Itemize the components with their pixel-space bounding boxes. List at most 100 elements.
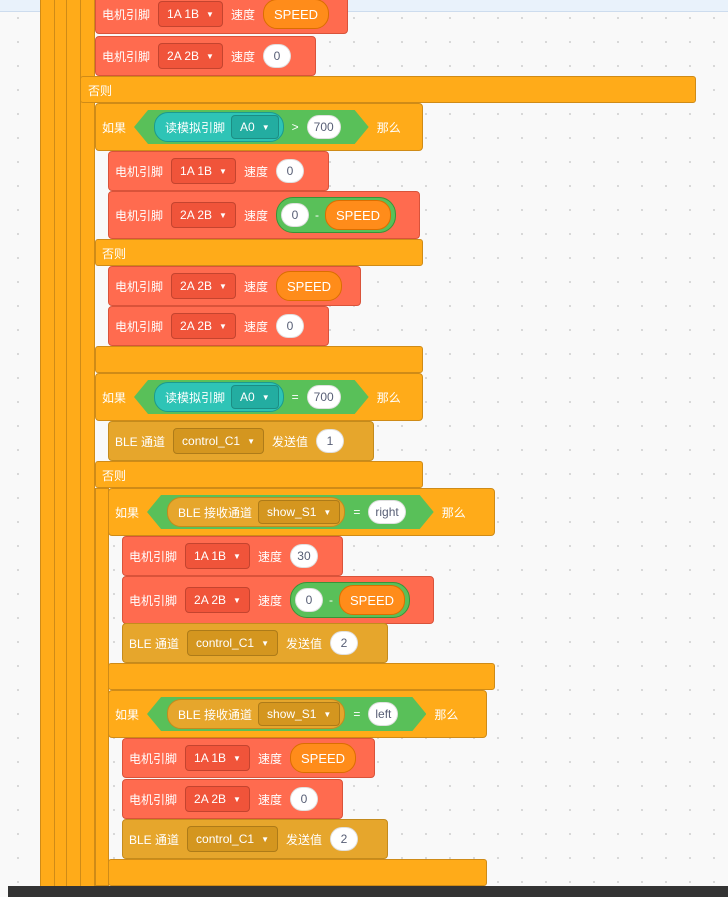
operand-input[interactable]: 0 [280, 203, 309, 227]
read-analog-label: 读模拟引脚 [165, 390, 226, 405]
greater-than-operator[interactable]: 读模拟引脚 A0▼ > 700 [134, 110, 369, 144]
ble-receive-reporter[interactable]: BLE 接收通道 show_S1▼ [167, 497, 345, 527]
chevron-down-icon: ▼ [219, 166, 227, 176]
speed-variable[interactable]: SPEED [338, 585, 406, 615]
chevron-down-icon: ▼ [323, 709, 332, 719]
pin-dropdown[interactable]: 2A 2B▼ [171, 273, 236, 299]
pin-dropdown[interactable]: 2A 2B▼ [171, 313, 236, 339]
else-label: 否则 [102, 247, 127, 261]
send-value-label: 发送值 [271, 434, 308, 449]
if-block[interactable]: 如果 BLE 接收通道 show_S1▼ = left 那么 [108, 690, 487, 738]
else-bar[interactable] [95, 239, 423, 266]
pin-dropdown[interactable]: 2A 2B▼ [158, 43, 223, 69]
ble-channel-dropdown[interactable]: control_C1▼ [187, 630, 278, 656]
set-motor-block[interactable]: 电机引脚 2A 2B▼ 速度 SPEED [108, 266, 361, 306]
ble-channel-dropdown[interactable]: control_C1▼ [173, 428, 264, 454]
else-bar[interactable] [80, 76, 696, 103]
pin-dropdown[interactable]: 1A 1B▼ [171, 158, 236, 184]
motor-pin-label: 电机引脚 [102, 49, 151, 64]
set-motor-block[interactable]: 电机引脚 1A 1B▼ 速度 0 [108, 151, 329, 191]
compare-input[interactable]: left [368, 702, 398, 726]
chevron-down-icon: ▼ [261, 392, 270, 402]
ble-receive-label: BLE 接收通道 [178, 707, 253, 722]
speed-input[interactable]: 0 [275, 314, 304, 338]
speed-label: 速度 [257, 751, 282, 766]
speed-variable[interactable]: SPEED [289, 743, 357, 773]
pin-dropdown[interactable]: 1A 1B▼ [185, 543, 250, 569]
ble-channel-dropdown[interactable]: control_C1▼ [187, 826, 278, 852]
motor-pin-label: 电机引脚 [129, 751, 178, 766]
chevron-down-icon: ▼ [206, 9, 214, 19]
horizontal-scrollbar[interactable] [8, 886, 728, 897]
set-motor-block[interactable]: 电机引脚 1A 1B▼ 速度 30 [122, 536, 343, 576]
motor-pin-label: 电机引脚 [115, 208, 164, 223]
ble-receive-reporter[interactable]: BLE 接收通道 show_S1▼ [167, 699, 345, 729]
speed-input[interactable]: 0 [262, 44, 291, 68]
compare-input[interactable]: right [368, 500, 405, 524]
speed-variable[interactable]: SPEED [262, 0, 330, 29]
pin-dropdown[interactable]: 1A 1B▼ [185, 745, 250, 771]
speed-input[interactable]: 0 [289, 787, 318, 811]
else-bar[interactable] [95, 461, 423, 488]
equals-operator[interactable]: BLE 接收通道 show_S1▼ = left [147, 697, 426, 731]
speed-input[interactable]: 30 [289, 544, 318, 568]
set-motor-block[interactable]: 电机引脚 2A 2B▼ 速度 0 - SPEED [122, 576, 434, 624]
send-value-input[interactable]: 2 [330, 827, 358, 851]
subtract-operator[interactable]: 0 - SPEED [289, 582, 411, 618]
if-block[interactable]: 如果 读模拟引脚 A0▼ = 700 那么 [95, 373, 423, 421]
read-analog-pin-reporter[interactable]: 读模拟引脚 A0▼ [154, 382, 284, 412]
pin-dropdown[interactable]: 2A 2B▼ [185, 587, 250, 613]
threshold-input[interactable]: 700 [307, 115, 341, 139]
then-label: 那么 [441, 505, 466, 520]
if-block[interactable]: 如果 BLE 接收通道 show_S1▼ = right 那么 [108, 488, 495, 536]
ble-channel-label: BLE 通道 [129, 636, 180, 651]
speed-label: 速度 [243, 164, 268, 179]
equals-symbol: = [291, 390, 299, 404]
if-label: 如果 [102, 120, 127, 135]
if-label: 如果 [115, 707, 140, 722]
subtract-operator[interactable]: 0 - SPEED [275, 197, 397, 233]
speed-label: 速度 [243, 279, 268, 294]
speed-label: 速度 [230, 49, 255, 64]
chevron-down-icon: ▼ [233, 753, 241, 763]
speed-input[interactable]: 0 [275, 159, 304, 183]
chevron-down-icon: ▼ [233, 794, 241, 804]
minus-symbol: - [328, 593, 333, 607]
set-motor-block[interactable]: 电机引脚 2A 2B▼ 速度 0 [122, 779, 343, 819]
set-motor-block[interactable]: 电机引脚 1A 1B▼ 速度 SPEED [95, 0, 348, 34]
read-analog-label: 读模拟引脚 [165, 120, 226, 135]
chevron-down-icon: ▼ [247, 436, 255, 446]
set-motor-block[interactable]: 电机引脚 2A 2B▼ 速度 0 - SPEED [108, 191, 420, 239]
ble-send-block[interactable]: BLE 通道 control_C1▼ 发送值 2 [122, 623, 388, 663]
set-motor-block[interactable]: 电机引脚 2A 2B▼ 速度 0 [108, 306, 329, 346]
ble-receive-dropdown[interactable]: show_S1▼ [258, 500, 340, 524]
speed-label: 速度 [243, 319, 268, 334]
equals-operator[interactable]: 读模拟引脚 A0▼ = 700 [134, 380, 369, 414]
if-block[interactable]: 如果 读模拟引脚 A0▼ > 700 那么 [95, 103, 423, 151]
motor-pin-label: 电机引脚 [129, 549, 178, 564]
set-motor-block[interactable]: 电机引脚 1A 1B▼ 速度 SPEED [122, 738, 375, 778]
motor-pin-label: 电机引脚 [115, 164, 164, 179]
ble-send-block[interactable]: BLE 通道 control_C1▼ 发送值 1 [108, 421, 374, 461]
then-label: 那么 [434, 707, 459, 722]
analog-pin-dropdown[interactable]: A0▼ [231, 115, 279, 139]
if-label: 如果 [115, 505, 140, 520]
ble-channel-label: BLE 通道 [129, 832, 180, 847]
operand-input[interactable]: 0 [294, 588, 323, 612]
motor-pin-label: 电机引脚 [129, 593, 178, 608]
send-value-input[interactable]: 1 [316, 429, 344, 453]
pin-dropdown[interactable]: 1A 1B▼ [158, 1, 223, 27]
speed-variable[interactable]: SPEED [324, 200, 392, 230]
read-analog-pin-reporter[interactable]: 读模拟引脚 A0▼ [154, 112, 284, 142]
pin-dropdown[interactable]: 2A 2B▼ [185, 786, 250, 812]
set-motor-block[interactable]: 电机引脚 2A 2B▼ 速度 0 [95, 36, 316, 76]
speed-variable[interactable]: SPEED [275, 271, 343, 301]
analog-pin-dropdown[interactable]: A0▼ [231, 385, 279, 409]
send-value-input[interactable]: 2 [330, 631, 358, 655]
ble-send-block[interactable]: BLE 通道 control_C1▼ 发送值 2 [122, 819, 388, 859]
threshold-input[interactable]: 700 [307, 385, 341, 409]
ble-receive-dropdown[interactable]: show_S1▼ [258, 702, 340, 726]
equals-operator[interactable]: BLE 接收通道 show_S1▼ = right [147, 495, 434, 529]
chevron-down-icon: ▼ [206, 51, 214, 61]
pin-dropdown[interactable]: 2A 2B▼ [171, 202, 236, 228]
